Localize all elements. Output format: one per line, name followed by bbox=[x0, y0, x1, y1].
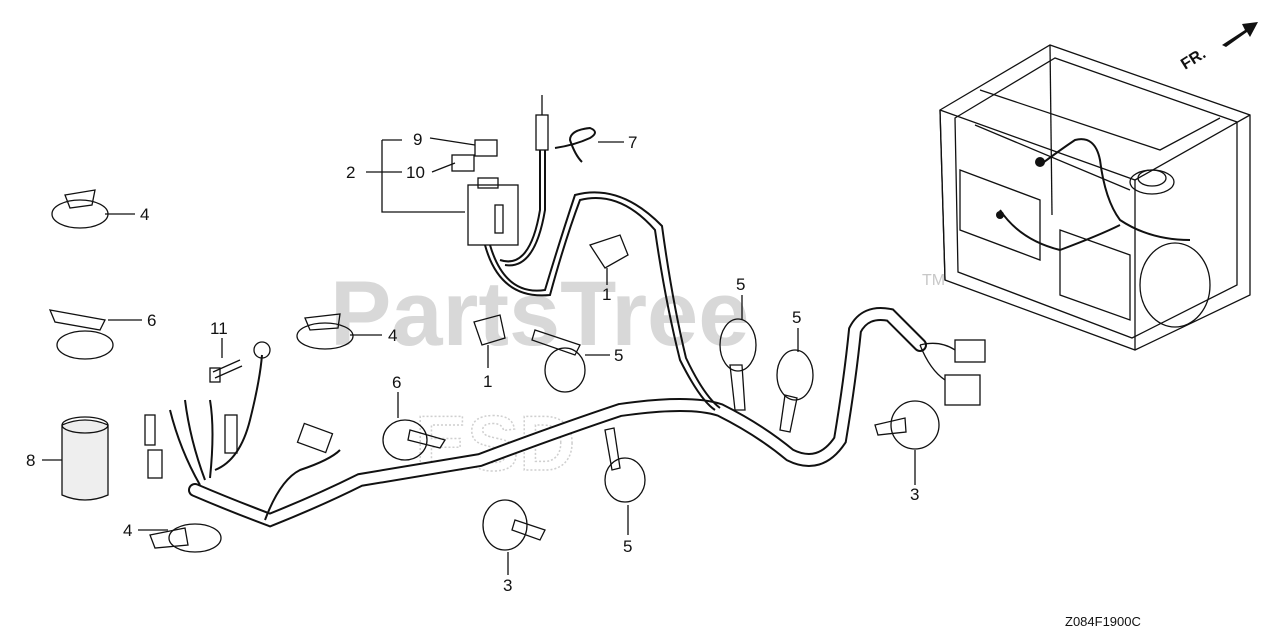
leader-lines bbox=[42, 137, 916, 575]
main-wire-harness bbox=[144, 95, 986, 528]
callout-5-left: 5 bbox=[614, 346, 623, 365]
part-clamp-5b bbox=[719, 318, 757, 411]
front-direction-indicator: FR. bbox=[1178, 22, 1258, 73]
callout-5-bottom: 5 bbox=[623, 537, 632, 556]
callout-6-left: 6 bbox=[147, 311, 156, 330]
part-clamp-6b bbox=[382, 419, 447, 461]
callout-labels: 9 10 2 7 4 6 4 11 1 1 5 5 5 6 8 4 3 3 5 bbox=[26, 130, 919, 595]
callout-2: 2 bbox=[346, 163, 355, 182]
callout-8: 8 bbox=[26, 451, 35, 470]
callout-3-bottom: 3 bbox=[503, 576, 512, 595]
callout-5-center: 5 bbox=[736, 275, 745, 294]
part-clamp-6a bbox=[48, 309, 114, 360]
callout-3-right: 3 bbox=[910, 485, 919, 504]
part-bolt-11 bbox=[209, 359, 243, 383]
part-clamp-5d bbox=[604, 427, 646, 503]
part-band-3a bbox=[482, 499, 546, 551]
direction-arrow-icon bbox=[1222, 22, 1258, 47]
diagram-code: Z084F1900C bbox=[1065, 614, 1141, 629]
fuse-relay-box bbox=[451, 139, 519, 246]
callout-4-middle: 4 bbox=[388, 326, 397, 345]
part-clip-1b bbox=[473, 314, 506, 346]
callout-9: 9 bbox=[413, 130, 422, 149]
callout-10: 10 bbox=[406, 163, 425, 182]
watermark-brand: PartsTree bbox=[330, 263, 749, 365]
part-band-4a bbox=[51, 189, 109, 229]
part-sleeve-8 bbox=[61, 416, 109, 501]
callout-1-upper: 1 bbox=[602, 285, 611, 304]
generator-illustration bbox=[939, 44, 1251, 351]
watermark-tm: TM bbox=[922, 272, 945, 289]
callout-1-lower: 1 bbox=[483, 372, 492, 391]
part-band-4c bbox=[149, 523, 222, 553]
callout-4-top: 4 bbox=[140, 205, 149, 224]
part-clamp-5c bbox=[776, 349, 814, 433]
direction-label: FR. bbox=[1178, 45, 1209, 73]
part-clip-1a bbox=[588, 234, 629, 269]
callout-7: 7 bbox=[628, 133, 637, 152]
part-band-4b bbox=[296, 313, 354, 350]
callout-5-right: 5 bbox=[792, 308, 801, 327]
part-clamp-5a bbox=[531, 329, 586, 393]
callout-4-bottom: 4 bbox=[123, 521, 132, 540]
callout-11: 11 bbox=[210, 319, 228, 338]
part-band-3b bbox=[874, 400, 940, 450]
part-wire-7 bbox=[554, 126, 596, 163]
callout-6-center: 6 bbox=[392, 373, 401, 392]
